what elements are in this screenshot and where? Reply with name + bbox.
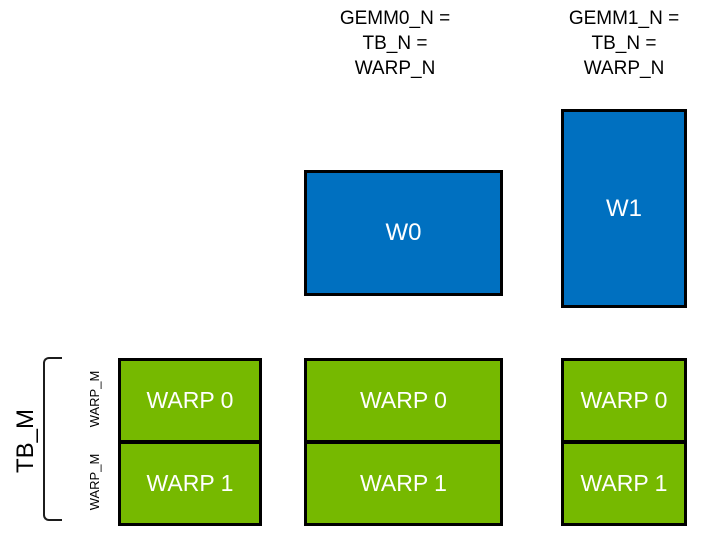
warp-grid-middle: WARP 0 WARP 1 [304, 358, 503, 526]
warp-grid-right: WARP 0 WARP 1 [561, 358, 687, 526]
w1-tile-label: W1 [606, 194, 642, 222]
w0-tile: W0 [304, 170, 503, 296]
warp-grid-middle-cell-warp1: WARP 1 [304, 441, 503, 526]
warp-grid-right-cell-warp0: WARP 0 [561, 358, 687, 443]
warp-grid-left-cell-warp1: WARP 1 [118, 441, 262, 526]
warp-grid-left: WARP 0 WARP 1 [118, 358, 262, 526]
tb-m-label: TB_M [12, 409, 39, 474]
w0-tile-label: W0 [385, 219, 422, 246]
gemm1-column-header-label: GEMM1_N = TB_N = WARP_N [568, 8, 680, 79]
warp-m-bottom-label: WARP_M [87, 453, 102, 511]
warp-m-top-label: WARP_M [87, 370, 102, 428]
gemm0-column-header-label: GEMM0_N = TB_N = WARP_N [339, 8, 451, 79]
warp-grid-left-cell-warp0: WARP 0 [118, 358, 262, 443]
warp-grid-right-cell-warp1: WARP 1 [561, 441, 687, 526]
w1-tile: W1 [561, 109, 687, 308]
warp-grid-middle-cell-warp0: WARP 0 [304, 358, 503, 443]
tb-m-bracket [43, 357, 62, 521]
